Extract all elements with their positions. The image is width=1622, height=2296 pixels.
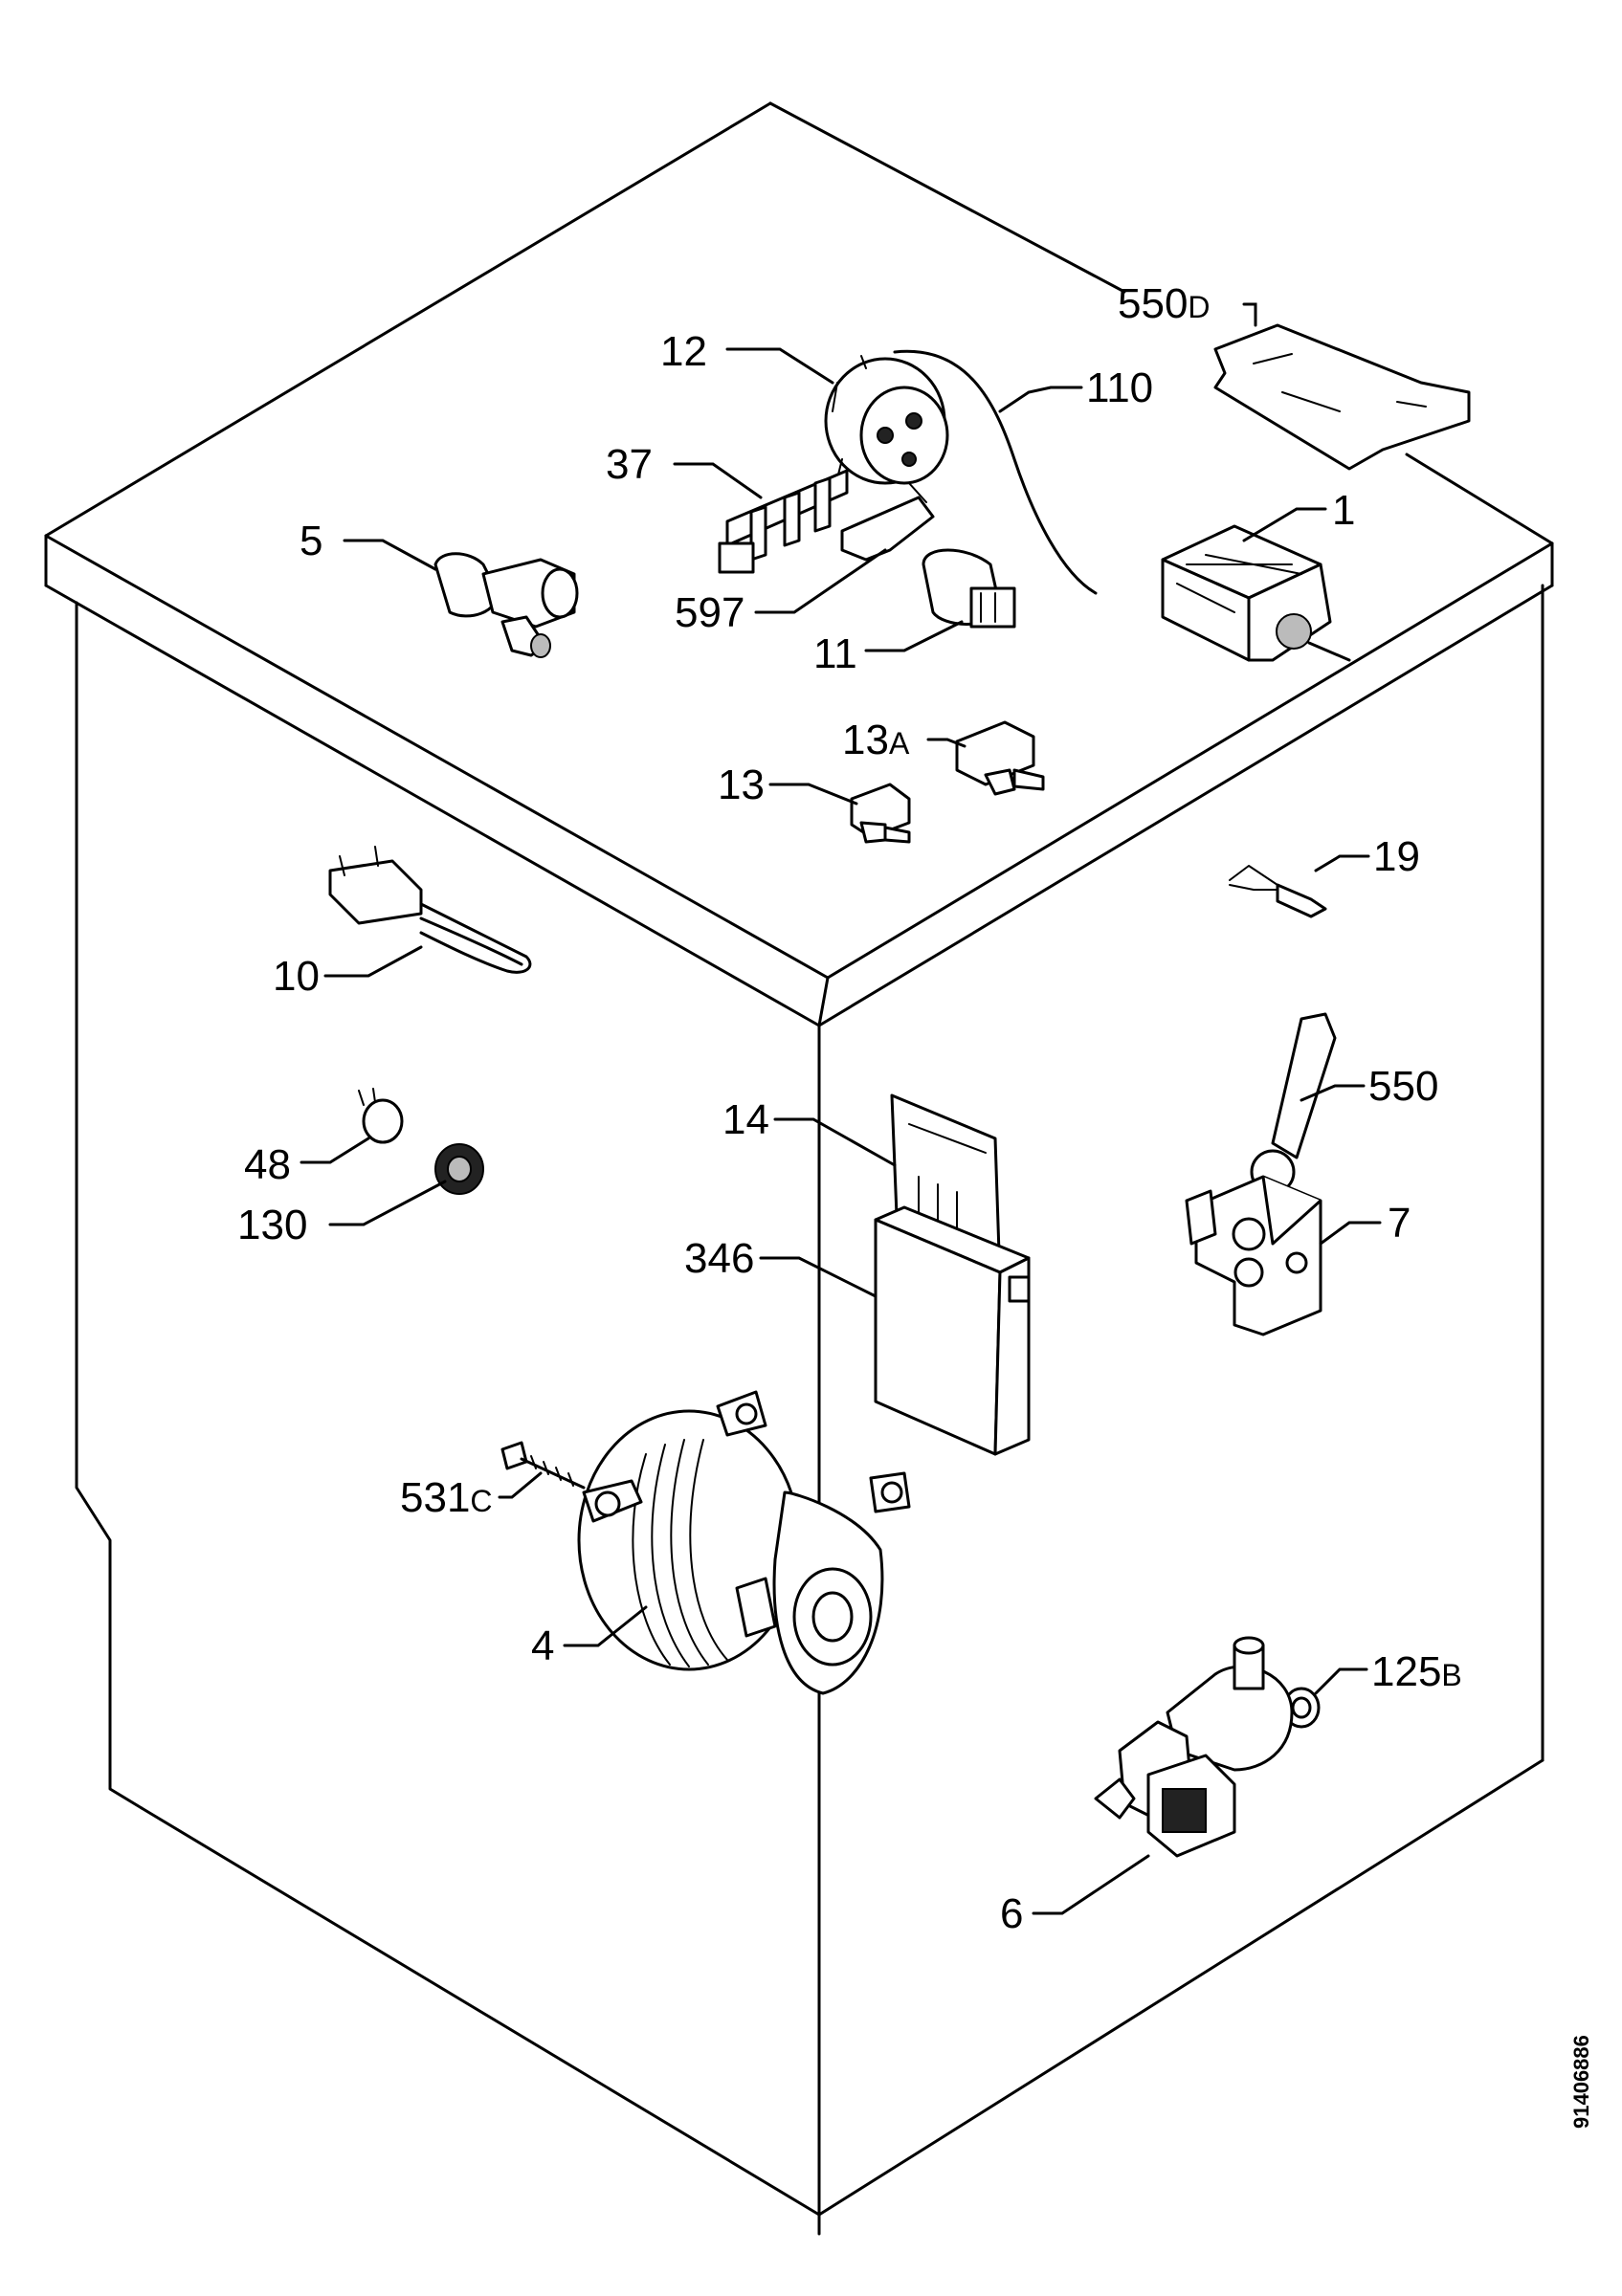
cabinet-lip-corner [817,976,830,1027]
cabinet-bottom-right [817,1758,1544,2217]
part-13a-connector [955,720,1045,796]
leader-130 [328,1180,447,1226]
part-labels: 550D 12 110 37 5 1 597 11 13A 13 19 10 5… [237,280,1462,1937]
part-6-drain-pump [1094,1636,1294,1858]
label-110: 110 [1086,364,1153,411]
leader-550 [1300,1084,1366,1102]
leader-550d [1242,302,1257,327]
part-13-connector [850,783,911,844]
part-48-component [358,1088,404,1144]
label-7: 7 [1388,1200,1411,1247]
cabinet-lip-side [817,584,1554,1027]
cabinet-top-left-edge [44,101,772,538]
part-10-heater-element [328,846,532,974]
leader-4 [563,1605,648,1647]
cabinet-top-front-edge [44,534,830,980]
leader-6 [1032,1854,1150,1915]
label-6: 6 [1000,1890,1023,1937]
leader-19 [1314,854,1370,872]
part-12-pressure-switch [824,355,949,485]
document-id: 91406886 [1569,2035,1593,2129]
cabinet [44,101,1554,2236]
label-550: 550 [1368,1063,1438,1110]
part-346-module-box [874,1205,1031,1456]
label-13: 13 [718,762,765,808]
part-597-bracket [840,482,935,562]
leader-48 [300,1137,370,1164]
label-531c: 531C [400,1474,493,1521]
part-130-nut [434,1143,484,1195]
label-12: 12 [660,328,707,375]
leader-10 [323,945,423,978]
leader-12 [725,347,834,385]
leader-1 [1242,507,1327,542]
leader-13a [926,738,967,748]
cabinet-top-side-edge [826,541,1554,980]
leader-110 [998,386,1083,413]
part-550-lever [1250,1012,1337,1195]
part-110-hose [893,349,1098,595]
label-13a: 13A [842,717,910,763]
leader-14 [773,1117,897,1167]
label-14: 14 [722,1096,769,1143]
part-550d-cover-plate [1213,323,1471,471]
leader-125b [1314,1667,1368,1695]
part-37-terminal-block [718,469,849,574]
cabinet-top-right-edge-a [768,101,1126,294]
part-531c-screw [500,1441,586,1490]
label-1: 1 [1332,487,1355,534]
label-11: 11 [813,630,857,677]
label-346: 346 [684,1235,754,1282]
cabinet-top-right-edge-b [1405,453,1554,545]
leader-597 [754,548,887,614]
cabinet-left-side [75,601,144,1810]
label-125b: 125B [1371,1648,1462,1695]
leader-346 [759,1256,878,1298]
part-11-capacitor [922,548,1016,629]
leader-5 [343,539,437,571]
leader-37 [673,462,763,499]
label-19: 19 [1373,833,1420,880]
cabinet-lip-front [44,584,821,1027]
label-130: 130 [237,1202,307,1248]
leader-lines [300,302,1382,1915]
part-19-sensor [1229,865,1327,918]
label-48: 48 [244,1141,291,1188]
leader-13 [768,783,858,806]
leader-7 [1319,1221,1382,1246]
part-5-inlet-valve [433,552,579,658]
leader-531c [498,1471,543,1499]
leader-11 [864,620,964,652]
cabinet-bottom-left [140,1806,821,2217]
label-550d: 550D [1118,280,1211,327]
label-597: 597 [675,589,744,636]
label-10: 10 [273,953,320,1000]
label-5: 5 [300,518,322,564]
part-7-door-lock [1185,1175,1322,1336]
label-37: 37 [606,441,653,488]
part-1-programme-timer [1161,524,1351,662]
part-4-motor [577,1390,911,1695]
label-4: 4 [531,1623,554,1669]
